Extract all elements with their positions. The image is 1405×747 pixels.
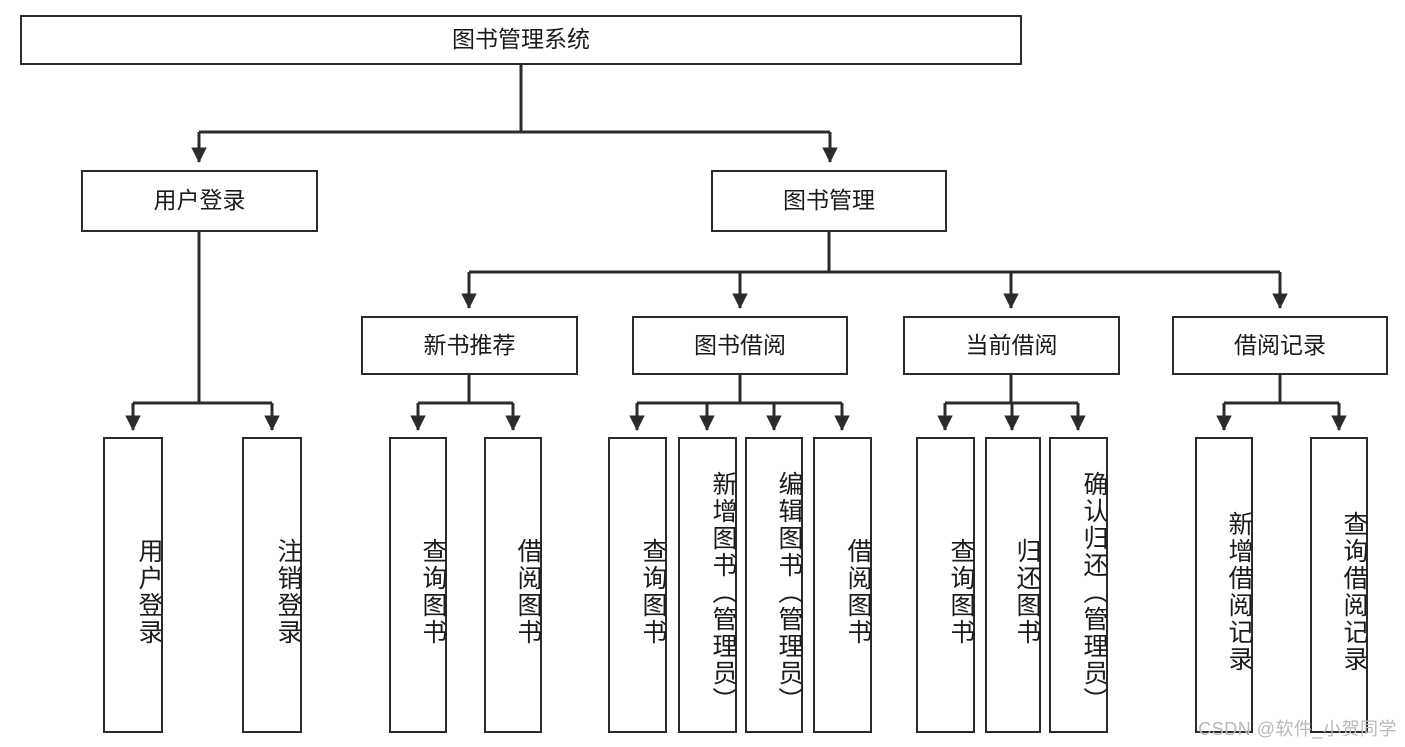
node-leaf-query-borrow-record-label: 查询借阅记录 [1340,511,1368,673]
node-leaf-query-book-label: 查询图书 [639,538,667,646]
node-borrow-record-label: 借阅记录 [1234,331,1326,358]
node-leaf-user-login-label: 用户登录 [135,538,163,646]
node-leaf-add-borrow-record-label: 新增借阅记录 [1225,511,1253,673]
node-leaf-logout-label: 注销登录 [274,538,302,646]
node-user-login-label: 用户登录 [153,187,246,214]
node-new-book-recommend[interactable]: 新书推荐 [361,316,578,375]
node-leaf-return-book[interactable]: 归还图书 [985,437,1041,733]
node-leaf-user-login[interactable]: 用户登录 [103,437,163,733]
node-leaf-query-book-current[interactable]: 查询图书 [916,437,975,733]
node-book-borrow[interactable]: 图书借阅 [632,316,848,375]
node-leaf-add-borrow-record[interactable]: 新增借阅记录 [1195,437,1253,733]
node-leaf-query-book[interactable]: 查询图书 [608,437,667,733]
node-borrow-record[interactable]: 借阅记录 [1172,316,1388,375]
node-current-borrow[interactable]: 当前借阅 [903,316,1120,375]
node-leaf-add-book[interactable]: 新增图书（管理员） [678,437,737,733]
node-leaf-borrow-book-recommend[interactable]: 借阅图书 [484,437,542,733]
node-leaf-borrow-book-label: 借阅图书 [844,538,872,646]
node-leaf-confirm-return-label: 确认归还（管理员） [1080,470,1108,714]
node-leaf-borrow-book[interactable]: 借阅图书 [813,437,872,733]
node-leaf-add-book-label: 新增图书（管理员） [709,470,737,714]
watermark: CSDN @软件_小贺同学 [1198,719,1397,739]
node-book-manage-label: 图书管理 [783,187,875,214]
node-user-login[interactable]: 用户登录 [81,170,318,232]
node-root[interactable]: 图书管理系统 [20,15,1022,65]
node-current-borrow-label: 当前借阅 [965,331,1058,358]
node-new-book-recommend-label: 新书推荐 [423,331,516,358]
node-leaf-edit-book-label: 编辑图书（管理员） [775,470,803,714]
node-leaf-query-book-current-label: 查询图书 [947,538,975,646]
node-root-label: 图书管理系统 [452,26,590,53]
node-book-manage[interactable]: 图书管理 [711,170,947,232]
node-leaf-logout[interactable]: 注销登录 [242,437,302,733]
node-book-borrow-label: 图书借阅 [694,331,786,358]
node-leaf-return-book-label: 归还图书 [1013,538,1041,646]
node-leaf-edit-book[interactable]: 编辑图书（管理员） [745,437,803,733]
node-leaf-query-book-recommend[interactable]: 查询图书 [389,437,447,733]
node-leaf-query-borrow-record[interactable]: 查询借阅记录 [1310,437,1368,733]
node-leaf-borrow-book-recommend-label: 借阅图书 [514,538,542,646]
node-leaf-confirm-return[interactable]: 确认归还（管理员） [1049,437,1108,733]
node-leaf-query-book-recommend-label: 查询图书 [419,538,447,646]
